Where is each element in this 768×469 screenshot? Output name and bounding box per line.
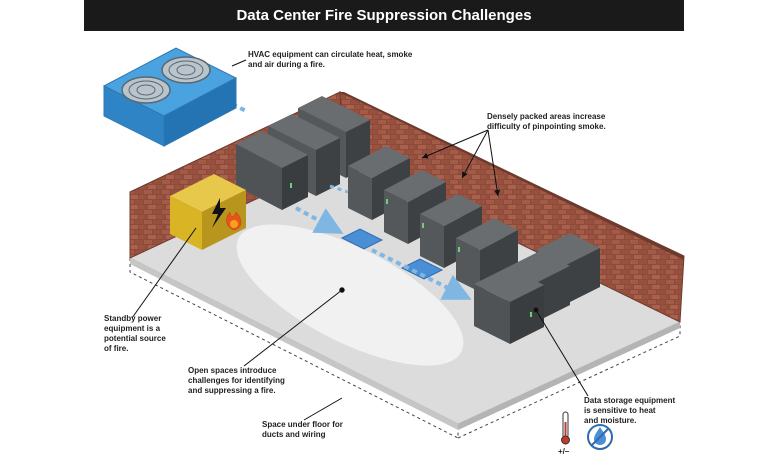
callout-lines (131, 59, 589, 421)
title-bar (84, 0, 684, 31)
server-rack-group-back (236, 96, 370, 210)
standby-power-box (170, 174, 246, 250)
callout-hvac: HVAC equipment can circulate heat, smoke… (248, 50, 413, 69)
lightning-icon (212, 198, 226, 228)
no-water-icon (587, 424, 613, 450)
floor-right-edge (458, 322, 680, 430)
callout-densely-packed: Densely packed areas increase difficulty… (487, 112, 606, 131)
open-space-area (236, 224, 464, 366)
callout-underfloor: Space under floor for ducts and wiring (262, 420, 343, 439)
floor-vent-tiles (340, 228, 444, 280)
floor-front-edge (130, 258, 458, 430)
callout-standby-power: Standby power equipment is a potential s… (104, 314, 166, 353)
callout-open-spaces: Open spaces introduce challenges for ide… (188, 366, 285, 395)
hvac-unit (102, 47, 238, 147)
callout-data-storage: Data storage equipment is sensitive to h… (584, 396, 676, 425)
page-title: Data Center Fire Suppression Challenges (236, 7, 532, 24)
thermometer-icon (561, 411, 570, 445)
thermometer-label: +/– (558, 447, 570, 456)
server-rack-group-front (474, 233, 600, 344)
